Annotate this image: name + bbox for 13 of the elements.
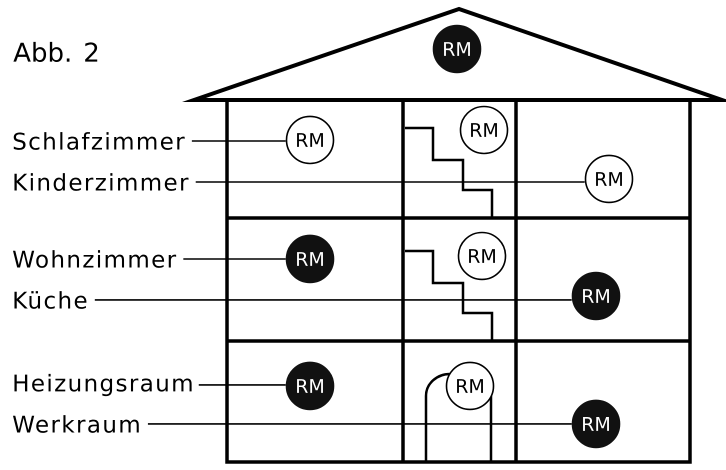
room-label: Schlafzimmer bbox=[14, 132, 185, 150]
leader-line bbox=[196, 181, 585, 183]
leader-line bbox=[148, 423, 572, 425]
leader-line bbox=[94, 299, 572, 301]
room-label: Wohnzimmer bbox=[12, 250, 176, 268]
leader-line bbox=[183, 258, 286, 260]
room-label: Werkraum bbox=[12, 415, 139, 433]
room-label: Küche bbox=[14, 291, 86, 309]
leader-line bbox=[198, 384, 286, 386]
room-label: Kinderzimmer bbox=[14, 173, 188, 191]
room-label: Heizungsraum bbox=[14, 374, 192, 396]
figure-title: Abb. 2 bbox=[13, 42, 98, 62]
leader-line bbox=[192, 140, 286, 142]
